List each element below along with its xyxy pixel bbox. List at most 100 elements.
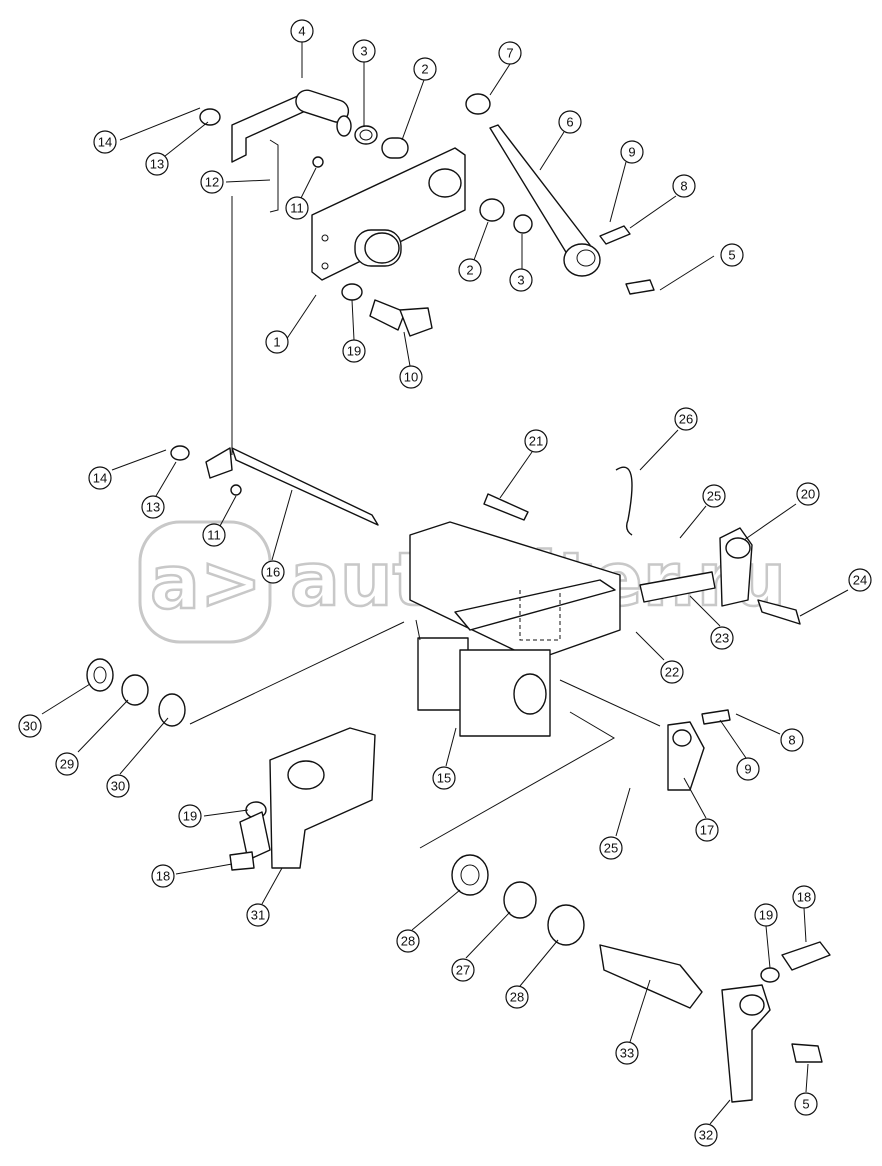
svg-text:16: 16 xyxy=(266,565,280,580)
callout-4: 4 xyxy=(290,19,314,43)
svg-text:27: 27 xyxy=(456,963,470,978)
callout-6: 6 xyxy=(558,110,582,134)
part-bushings-top xyxy=(354,93,491,159)
part-bolt-10 xyxy=(341,283,433,337)
svg-text:5: 5 xyxy=(728,248,735,263)
svg-text:2: 2 xyxy=(466,263,473,278)
callout-33: 33 xyxy=(615,1041,639,1065)
callout-14: 14 xyxy=(93,130,117,154)
svg-text:25: 25 xyxy=(707,489,721,504)
svg-text:19: 19 xyxy=(183,809,197,824)
svg-text:3: 3 xyxy=(360,44,367,59)
callout-19c: 19 xyxy=(754,903,778,927)
callout-25: 25 xyxy=(702,484,726,508)
callout-13b: 13 xyxy=(141,495,165,519)
svg-text:9: 9 xyxy=(744,762,751,777)
svg-text:18: 18 xyxy=(156,869,170,884)
callout-22: 22 xyxy=(660,660,684,684)
callout-16: 16 xyxy=(261,560,285,584)
svg-text:14: 14 xyxy=(93,471,107,486)
svg-text:25: 25 xyxy=(604,841,618,856)
leader-lines xyxy=(41,42,849,1125)
callout-9b: 9 xyxy=(736,757,760,781)
callout-5: 5 xyxy=(720,243,744,267)
svg-text:8: 8 xyxy=(680,179,687,194)
callout-1: 1 xyxy=(265,330,289,354)
svg-text:11: 11 xyxy=(290,201,304,216)
svg-text:6: 6 xyxy=(566,115,573,130)
callout-12: 12 xyxy=(200,170,224,194)
svg-text:10: 10 xyxy=(404,370,418,385)
callout-18b: 18 xyxy=(792,885,816,909)
part-rod-12 xyxy=(170,108,324,496)
part-shaft-33 xyxy=(451,854,703,1009)
callout-20: 20 xyxy=(796,482,820,506)
callouts: 4 3 2 7 6 9 8 5 14 13 12 11 1 19 10 2 3 … xyxy=(18,19,872,1147)
callout-24: 24 xyxy=(848,568,872,592)
svg-text:19: 19 xyxy=(347,344,361,359)
part-arm-32 xyxy=(721,941,831,1103)
callout-25b: 25 xyxy=(599,836,623,860)
callout-13: 13 xyxy=(145,152,169,176)
svg-text:23: 23 xyxy=(715,631,729,646)
callout-21: 21 xyxy=(524,429,548,453)
callout-29: 29 xyxy=(55,752,79,776)
svg-text:13: 13 xyxy=(146,500,160,515)
callout-18: 18 xyxy=(151,864,175,888)
svg-text:3: 3 xyxy=(517,273,524,288)
part-bracket-4 xyxy=(231,89,352,163)
svg-text:31: 31 xyxy=(251,908,265,923)
watermark-logo-glyph: a> xyxy=(150,540,262,626)
callout-10: 10 xyxy=(399,365,423,389)
svg-text:1: 1 xyxy=(273,335,280,350)
part-lever-17 xyxy=(667,709,731,791)
svg-text:22: 22 xyxy=(665,665,679,680)
callout-2b: 2 xyxy=(458,258,482,282)
part-bushings-left xyxy=(86,658,186,727)
callout-3: 3 xyxy=(352,39,376,63)
svg-text:15: 15 xyxy=(437,771,451,786)
svg-text:29: 29 xyxy=(60,757,74,772)
callout-30b: 30 xyxy=(106,774,130,798)
callout-32: 32 xyxy=(694,1123,718,1147)
callout-8: 8 xyxy=(672,174,696,198)
svg-text:5: 5 xyxy=(802,1097,809,1112)
svg-text:17: 17 xyxy=(700,823,714,838)
svg-text:12: 12 xyxy=(205,175,219,190)
callout-5b: 5 xyxy=(794,1092,818,1116)
callout-27: 27 xyxy=(451,958,475,982)
svg-text:9: 9 xyxy=(628,145,635,160)
svg-text:32: 32 xyxy=(699,1128,713,1143)
part-bolt-21 xyxy=(483,466,633,536)
svg-text:11: 11 xyxy=(207,528,221,543)
callout-19: 19 xyxy=(342,339,366,363)
svg-text:20: 20 xyxy=(801,487,815,502)
svg-text:2: 2 xyxy=(421,62,428,77)
svg-text:30: 30 xyxy=(111,779,125,794)
part-pins-top xyxy=(599,225,655,295)
svg-text:8: 8 xyxy=(788,733,795,748)
svg-text:26: 26 xyxy=(679,412,693,427)
part-arm-31 xyxy=(229,727,376,871)
callout-26: 26 xyxy=(674,407,698,431)
svg-text:24: 24 xyxy=(853,573,867,588)
part-body-15 xyxy=(409,521,621,737)
svg-text:28: 28 xyxy=(401,934,415,949)
svg-text:28: 28 xyxy=(510,990,524,1005)
part-shaft-16 xyxy=(205,447,379,526)
callout-7: 7 xyxy=(498,41,522,65)
callout-19b: 19 xyxy=(178,804,202,828)
svg-text:30: 30 xyxy=(23,719,37,734)
callout-11: 11 xyxy=(285,196,309,220)
svg-text:13: 13 xyxy=(150,157,164,172)
callout-28: 28 xyxy=(396,929,420,953)
callout-28b: 28 xyxy=(505,985,529,1009)
callout-3b: 3 xyxy=(509,268,533,292)
svg-text:18: 18 xyxy=(797,890,811,905)
part-lever-6 xyxy=(479,124,601,277)
svg-text:19: 19 xyxy=(759,908,773,923)
callout-8b: 8 xyxy=(780,728,804,752)
part-plate-1 xyxy=(311,147,466,281)
callout-15: 15 xyxy=(432,766,456,790)
